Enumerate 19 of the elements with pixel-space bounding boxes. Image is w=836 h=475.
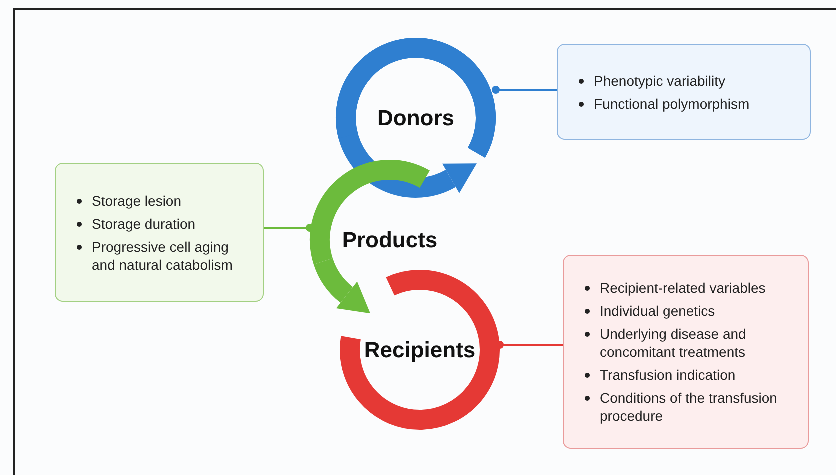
leader-line xyxy=(492,86,557,94)
bullet-text: Individual genetics xyxy=(600,302,716,320)
bullet-text: Progressive cell aging and natural catabolism xyxy=(92,238,234,274)
bullet-text: Phenotypic variability xyxy=(594,72,727,90)
info-box xyxy=(563,255,809,449)
bullet-text: Conditions of the transfusion procedure xyxy=(600,389,778,425)
bullet-text: Transfusion indication xyxy=(600,366,737,384)
bullet-text: Underlying disease and concomitant treatments xyxy=(600,325,748,361)
info-box xyxy=(55,163,264,302)
info-box xyxy=(557,44,811,140)
leader-line xyxy=(264,224,314,232)
node-label: Donors xyxy=(378,104,454,132)
bullet-text: Storage lesion xyxy=(92,192,183,210)
bullet-text: Storage duration xyxy=(92,214,197,232)
curved-arrow xyxy=(314,258,370,315)
node-label: Products xyxy=(342,226,438,254)
bullet-text: Recipient-related variables xyxy=(600,279,767,297)
bullet-text: Functional polymorphism xyxy=(594,94,751,112)
node-label: Recipients xyxy=(364,336,476,364)
